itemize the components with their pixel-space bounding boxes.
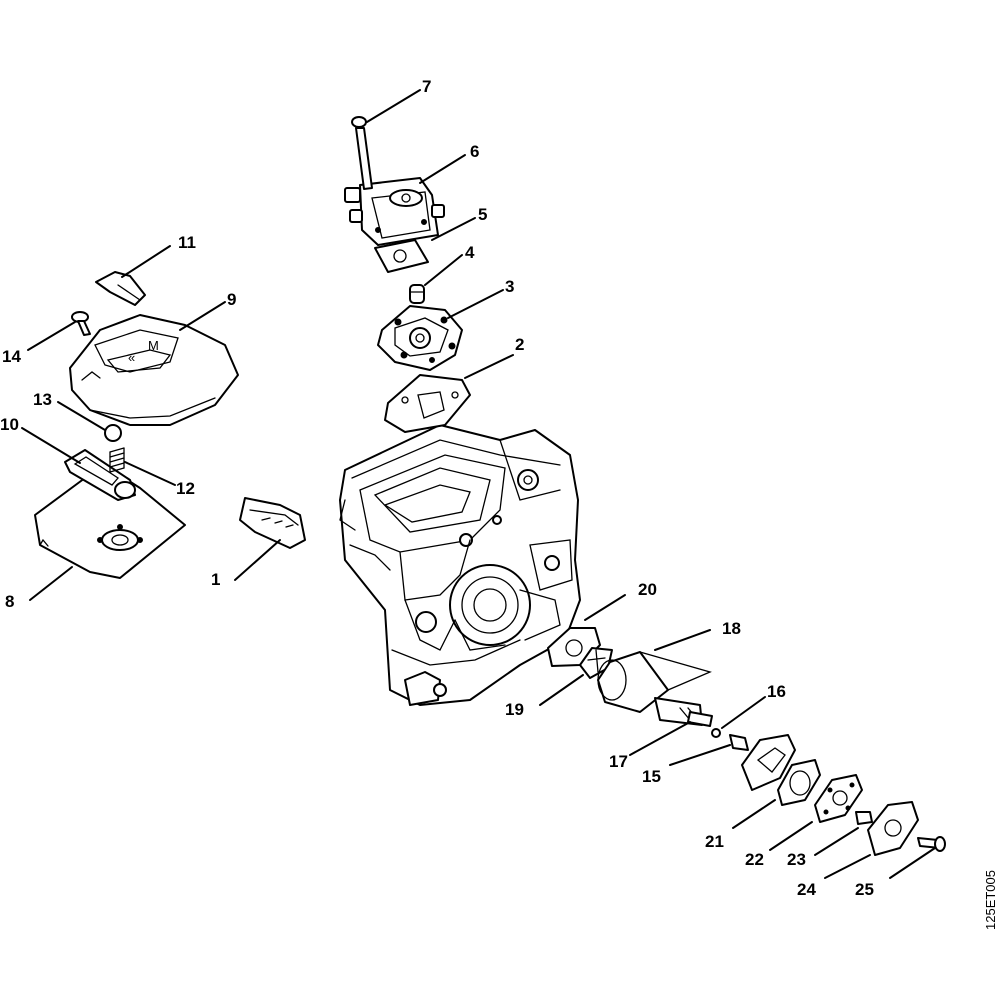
part-4-plug (409, 284, 425, 304)
callout-16: 16 (767, 682, 786, 701)
callout-10: 10 (0, 415, 19, 434)
part-1-bracket (239, 497, 306, 549)
crankcase-housing (339, 424, 581, 706)
part-18-pump-body (597, 651, 703, 726)
callout-8: 8 (5, 592, 14, 611)
part-11-slide-knob (95, 271, 146, 306)
part-22-diaphragm (777, 759, 821, 806)
part-2-gasket (384, 374, 471, 433)
callout-21: 21 (705, 832, 724, 851)
part-19-seal (579, 647, 613, 679)
part-10-bracket (64, 449, 136, 501)
callout-12: 12 (176, 479, 195, 498)
part-17-worm-shaft (687, 711, 713, 727)
callout-14: 14 (2, 347, 21, 366)
svg-text:«: « (128, 350, 135, 365)
part-25-screw (917, 836, 946, 852)
svg-text:M: M (148, 338, 159, 353)
callout-1: 1 (211, 570, 220, 589)
part-5-gasket (374, 239, 429, 273)
part-16-o-ring (711, 728, 721, 738)
callout-15: 15 (642, 767, 661, 786)
callout-11: 11 (178, 233, 196, 252)
callout-2: 2 (515, 335, 524, 354)
callout-22: 22 (745, 850, 764, 869)
part-9-cover: « M (69, 314, 239, 426)
part-15-valve (729, 734, 749, 751)
callout-5: 5 (478, 205, 487, 224)
callout-9: 9 (227, 290, 236, 309)
leader-lines (21, 89, 936, 879)
part-6-carburetor (344, 177, 445, 246)
part-3-intake-flange (377, 305, 463, 371)
part-24-end-cover (855, 801, 919, 856)
part-8-baffle-plate (34, 471, 186, 579)
part-23-valve-plate (814, 774, 863, 823)
callout-20: 20 (638, 580, 657, 599)
callout-25: 25 (855, 880, 874, 899)
part-21-pump-housing (741, 734, 796, 791)
callout-19: 19 (505, 700, 524, 719)
callout-labels: 1 2 3 4 5 6 7 8 9 10 11 12 13 14 15 16 1… (0, 77, 874, 899)
part-7-screw (351, 116, 373, 190)
callout-17: 17 (609, 752, 628, 771)
callout-4: 4 (465, 243, 475, 262)
part-12-spring (109, 447, 125, 473)
part-14-screw (71, 311, 91, 336)
callout-24: 24 (797, 880, 816, 899)
callout-18: 18 (722, 619, 741, 638)
callout-7: 7 (422, 77, 431, 96)
part-13-ball (104, 424, 122, 442)
drawing-code: 125ET005 (983, 870, 998, 930)
callout-23: 23 (787, 850, 806, 869)
callout-13: 13 (33, 390, 52, 409)
callout-3: 3 (505, 277, 514, 296)
callout-6: 6 (470, 142, 479, 161)
